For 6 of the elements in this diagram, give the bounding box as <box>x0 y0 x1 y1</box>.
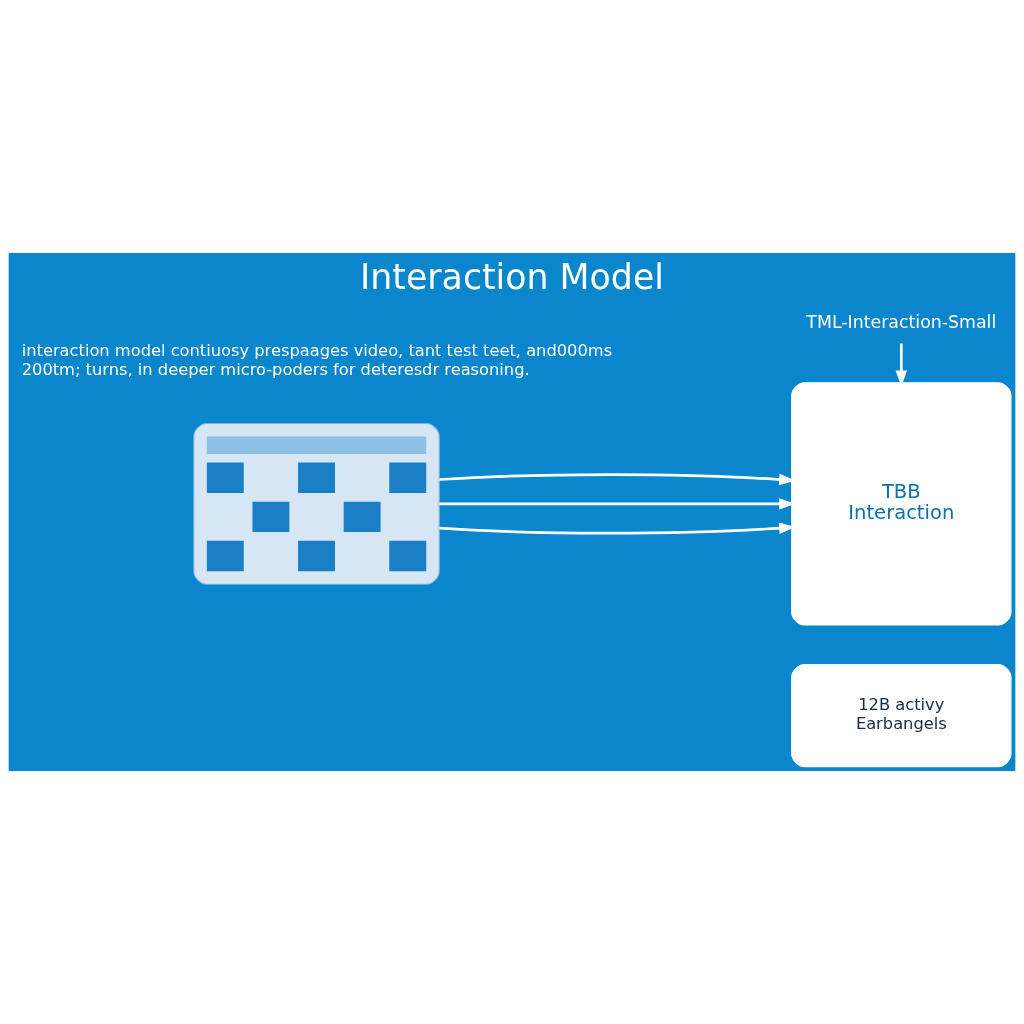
node-text: TML-Interaction-Small <box>806 311 997 332</box>
node-box: 12B activy Earbangels <box>791 664 1012 768</box>
node-box: TBB Interaction <box>791 382 1012 626</box>
picture <box>193 422 440 585</box>
label: interaction model contiuosy prespaages video, tant test teet, and000ms 200tm; turns, in deeper micro-poders for deteresdr reasoning. <box>21 341 613 379</box>
diagram-title: Interaction Model <box>360 257 664 298</box>
